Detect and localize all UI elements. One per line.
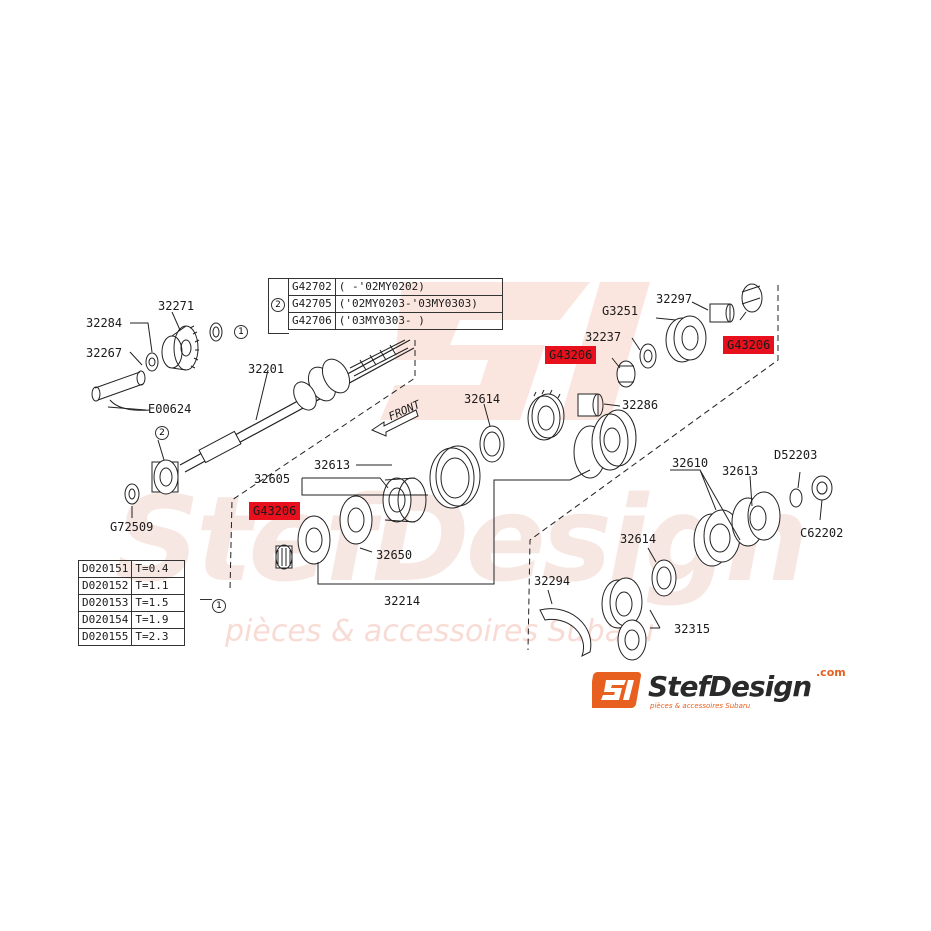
label-G72509: G72509 (110, 520, 154, 534)
double-gear (573, 409, 637, 479)
logo-domain: .com (816, 666, 846, 679)
part-number: G42702 (288, 278, 336, 296)
part-number: G42705 (288, 295, 336, 313)
label-32650: 32650 (376, 548, 413, 562)
circle-1-icon: 1 (212, 599, 226, 613)
label-32614a: 32614 (464, 392, 501, 406)
sleeve-32613b (731, 491, 781, 547)
table-row: G42702 ( -'02MY0202) (288, 278, 503, 296)
sj-logo-icon (592, 672, 642, 708)
label-32201: 32201 (248, 362, 285, 376)
label-32614b: 32614 (620, 532, 657, 546)
label-D52203: D52203 (774, 448, 818, 462)
circle-2-icon: 2 (271, 298, 285, 312)
label-32237: 32237 (585, 330, 622, 344)
needle-bearing-top (616, 360, 636, 388)
shim-table-bracket (200, 599, 212, 600)
part-number: D020151 (77, 560, 133, 578)
label-32613b: 32613 (722, 464, 759, 478)
label-32605: 32605 (254, 472, 291, 486)
thickness: T=1.5 (131, 594, 186, 612)
ring-32614b (651, 559, 677, 597)
table-row: G42705 ('02MY0203-'03MY0303) (288, 295, 503, 313)
sleeve-32613 (382, 477, 427, 523)
nut-C62202 (811, 475, 833, 501)
model-range: ('02MY0203-'03MY0303) (334, 295, 503, 313)
label-32267: 32267 (86, 346, 123, 360)
bearing-G3251 (665, 315, 707, 363)
thickness: T=2.3 (131, 628, 186, 646)
main-shaft-32201 (179, 339, 415, 473)
part-number: G42706 (288, 312, 336, 330)
part-number: D020155 (77, 628, 133, 646)
washer-D52203 (789, 488, 803, 508)
label-32315: 32315 (674, 622, 711, 636)
spacer-32297 (709, 303, 735, 323)
model-range: ('03MY0303- ) (334, 312, 503, 330)
washer-32650 (339, 495, 373, 545)
stefdesign-logo[interactable]: StefDesign .com pièces & accessoires Sub… (592, 666, 854, 716)
label-C62202: C62202 (800, 526, 844, 540)
thickness: T=1.1 (131, 577, 186, 595)
logo-tagline: pièces & accessoires Subaru (650, 702, 751, 710)
collar-32286 (577, 393, 604, 417)
front-arrow-icon (370, 409, 419, 437)
washer-32284 (145, 352, 159, 372)
part-number: D020152 (77, 577, 133, 595)
hub-32610 (693, 509, 741, 567)
highlighted-part-G43206[interactable]: G43206 (545, 346, 597, 364)
ring-32614a (479, 425, 505, 463)
label-32610: 32610 (672, 456, 709, 470)
label-32271: 32271 (158, 299, 195, 313)
bearing-left (124, 459, 179, 505)
gear-center (527, 389, 565, 441)
needle-bearing-left (275, 544, 293, 570)
label-32297: 32297 (656, 292, 693, 306)
part-number: D020153 (77, 594, 133, 612)
circle-2-icon: 2 (155, 426, 169, 440)
needle-bearing-right (741, 283, 763, 313)
logo-wordmark: StefDesign (648, 670, 812, 703)
label-32284: 32284 (86, 316, 123, 330)
thickness: T=0.4 (131, 560, 186, 578)
shim-32294 (539, 608, 592, 658)
version-table-marker (268, 278, 289, 334)
hub-32605 (429, 445, 481, 509)
pin-32267 (91, 370, 151, 411)
part-number: D020154 (77, 611, 133, 629)
washer-32237 (639, 343, 657, 369)
thickness: T=1.9 (131, 611, 186, 629)
model-range: ( -'02MY0202) (334, 278, 503, 296)
gear-32315 (601, 577, 647, 661)
label-G3251: G3251 (602, 304, 639, 318)
label-E00624: E00624 (148, 402, 192, 416)
label-32294: 32294 (534, 574, 571, 588)
highlighted-part-G43206[interactable]: G43206 (249, 502, 301, 520)
label-32613a: 32613 (314, 458, 351, 472)
version-table: G42702 ( -'02MY0202) G42705 ('02MY0203-'… (288, 278, 503, 330)
table-row: G42706 ('03MY0303- ) (288, 312, 503, 330)
highlighted-part-G43206[interactable]: G43206 (723, 336, 775, 354)
gear-32271 (161, 325, 200, 371)
label-32286: 32286 (622, 398, 659, 412)
label-32214: 32214 (384, 594, 421, 608)
circle-1-icon: 1 (234, 325, 248, 339)
